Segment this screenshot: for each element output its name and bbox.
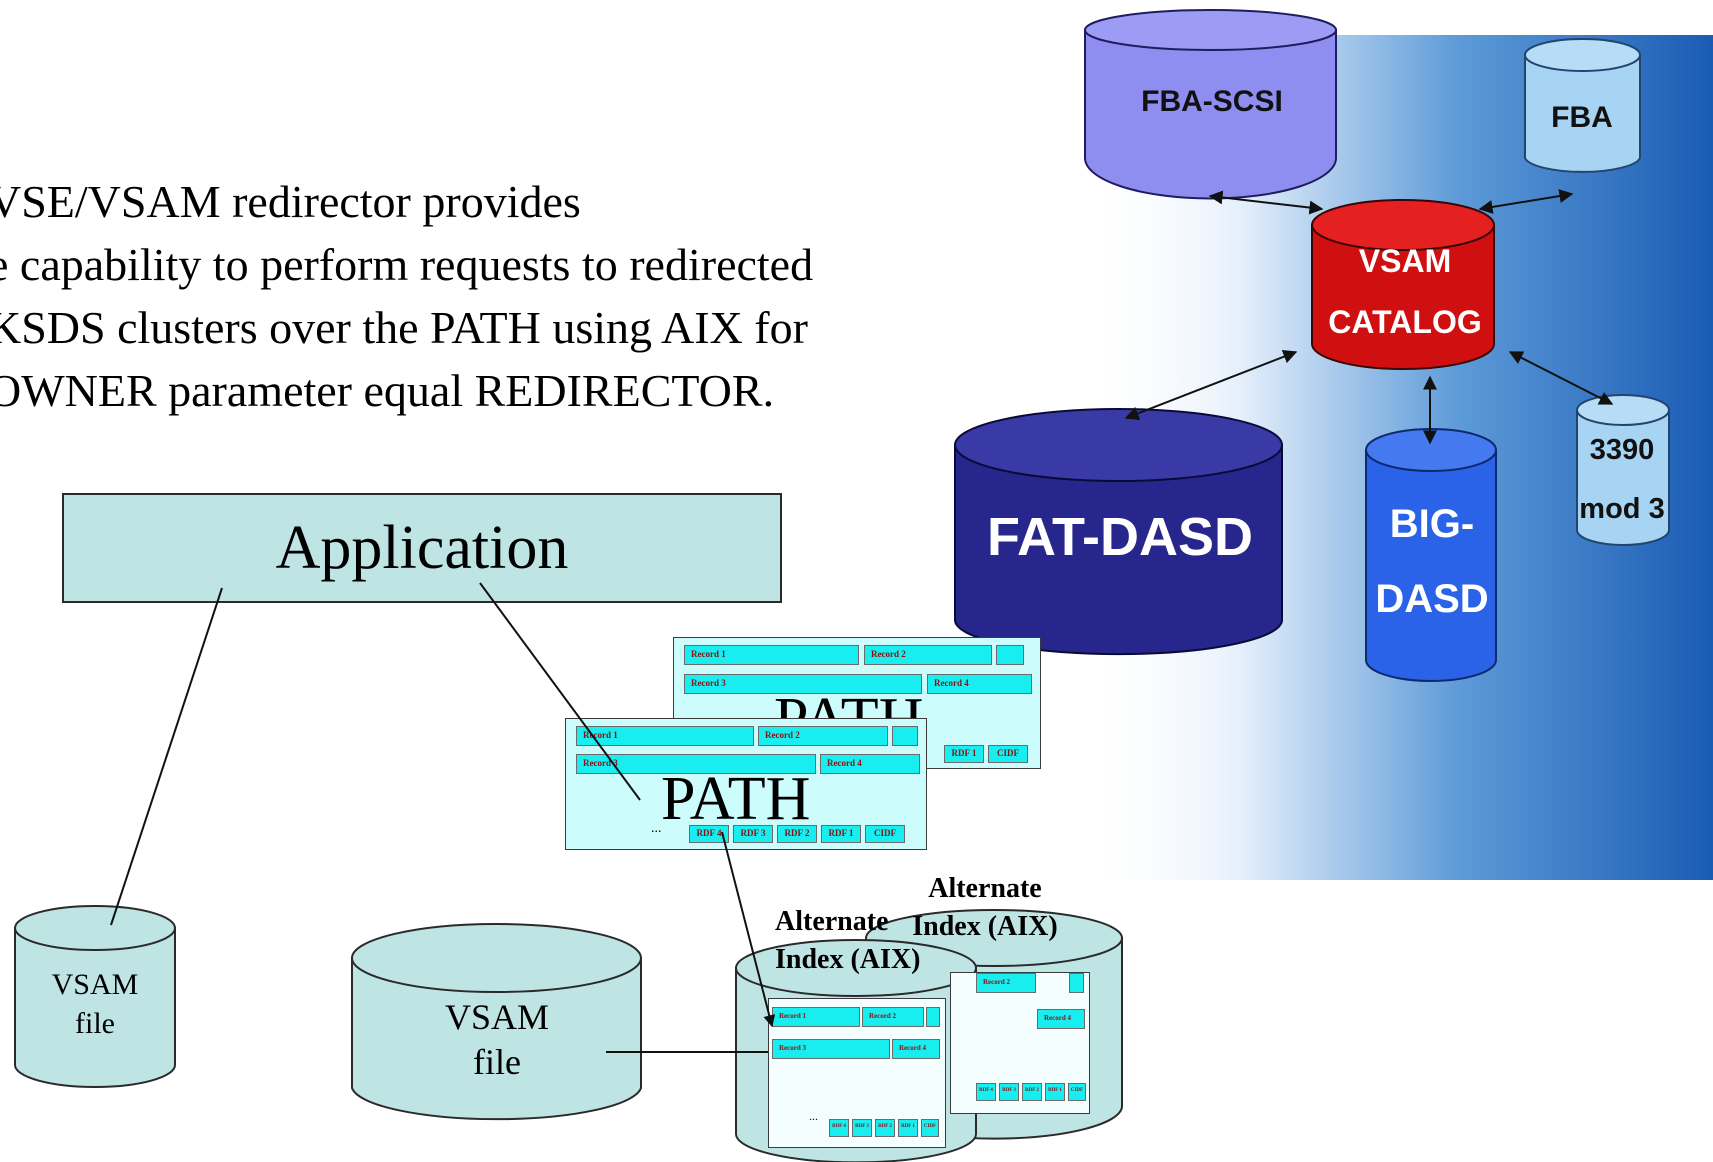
fat-dasd-label: FAT-DASD [987,507,1253,567]
aix-back-cidf: CIDF [1068,1083,1086,1101]
vsam-file-small-line-2: file [75,1007,115,1040]
d3390-label-1: 3390 [1590,434,1655,466]
path-back-rdf-1: RDF 1 [944,745,984,763]
path-front-small-box [892,726,918,746]
aix-front-record-2: Record 2 [862,1007,924,1027]
big-dasd-label-1: BIG- [1390,502,1474,546]
aix-back-small-box [1069,973,1084,993]
path-front-card: Record 1 Record 2 Record 3 Record 4 PATH… [565,718,927,850]
aix-front-record-1: Record 1 [772,1007,860,1027]
arrow-fba-catalog [1478,189,1574,214]
path-back-cidf: CIDF [988,745,1028,763]
fba-cylinder [1524,38,1641,173]
big-dasd-label-2: DASD [1375,577,1488,621]
path-back-record-1: Record 1 [684,645,859,665]
fat-dasd-cylinder [954,408,1283,656]
aix-front-small-box [926,1007,940,1027]
vsam-file-small-label: VSAM file [15,965,175,1043]
path-front-title: PATH [661,765,811,833]
d3390-label-2: mod 3 [1579,493,1664,525]
vsam-file-small-line-1: VSAM [51,968,139,1001]
arrow-catalog-fatdasd [1124,350,1298,420]
fba-label: FBA [1551,101,1613,134]
aix-back-line-1: Alternate [928,873,1042,904]
description-line-4: OWNER parameter equal REDIRECTOR. [0,365,775,416]
description-line-1: VSE/VSAM redirector provides [0,176,581,227]
aix-back-rdf-3: RDF 3 [999,1083,1019,1101]
path-front-rdf-4: RDF 4 [689,825,729,843]
aix-back-record-2: Record 2 [976,973,1036,993]
aix-front-card: Record 1 Record 2 Record 3 Record 4 ... … [768,998,946,1148]
path-front-ellipsis: ... [651,821,662,836]
arrow-fbascsi-catalog [1208,190,1324,215]
description-line-2: e capability to perform requests to redi… [0,239,814,290]
application-label: Application [275,513,569,582]
vsam-catalog-cylinder [1311,199,1495,370]
path-back-record-2: Record 2 [864,645,992,665]
aix-front-line-2: Index (AIX) [775,944,921,975]
path-front-cidf: CIDF [865,825,905,843]
aix-front-line-1: Alternate [775,906,889,937]
path-front-record-2: Record 2 [758,726,888,746]
aix-front-rdf-2: RDF 2 [875,1119,895,1137]
vsam-file-large-label: VSAM file [352,995,642,1085]
vsam-file-large-line-1: VSAM [444,997,550,1037]
vsam-catalog-label-1: VSAM [1359,243,1451,279]
path-front-rdf-3: RDF 3 [733,825,773,843]
path-front-rdf-2: RDF 2 [777,825,817,843]
aix-back-rdf-4: RDF 4 [976,1083,996,1101]
aix-front-rdf-4: RDF 4 [829,1119,849,1137]
description-line-3: KSDS clusters over the PATH using AIX fo… [0,302,808,353]
vsam-catalog-label-2: CATALOG [1328,304,1481,340]
path-front-record-4: Record 4 [820,754,920,774]
aix-back-record-4: Record 4 [1037,1009,1085,1029]
fba-scsi-label: FBA-SCSI [1141,85,1283,118]
aix-back-line-2: Index (AIX) [912,911,1058,942]
aix-front-cidf: CIDF [921,1119,939,1137]
aix-back-rdf-2: RDF 2 [1022,1083,1042,1101]
aix-front-record-4: Record 4 [892,1039,940,1059]
path-back-record-3: Record 3 [684,674,922,694]
path-back-record-4: Record 4 [927,674,1032,694]
big-dasd-cylinder [1365,428,1497,682]
vsam-file-large-cylinder [351,923,642,1121]
arrow-catalog-3390 [1508,351,1614,405]
path-front-rdf-1: RDF 1 [821,825,861,843]
aix-front-record-3: Record 3 [772,1039,890,1059]
aix-back-rdf-1: RDF 1 [1045,1083,1065,1101]
aix-front-ellipsis: ... [809,1109,818,1123]
path-front-record-1: Record 1 [576,726,754,746]
aix-front-label: Alternate Index (AIX) [763,903,965,979]
path-back-small-box [996,645,1024,665]
aix-front-rdf-1: RDF 1 [898,1119,918,1137]
description-text: VSE/VSAM redirector provides e capabilit… [0,170,813,422]
aix-front-rdf-3: RDF 3 [852,1119,872,1137]
aix-back-card: Record 2 Record 4 RDF 4 RDF 3 RDF 2 RDF … [950,972,1090,1114]
application-box: Application [62,493,782,603]
vsam-file-large-line-2: file [473,1042,521,1082]
aix-back-label: Alternate Index (AIX) [890,870,1080,946]
